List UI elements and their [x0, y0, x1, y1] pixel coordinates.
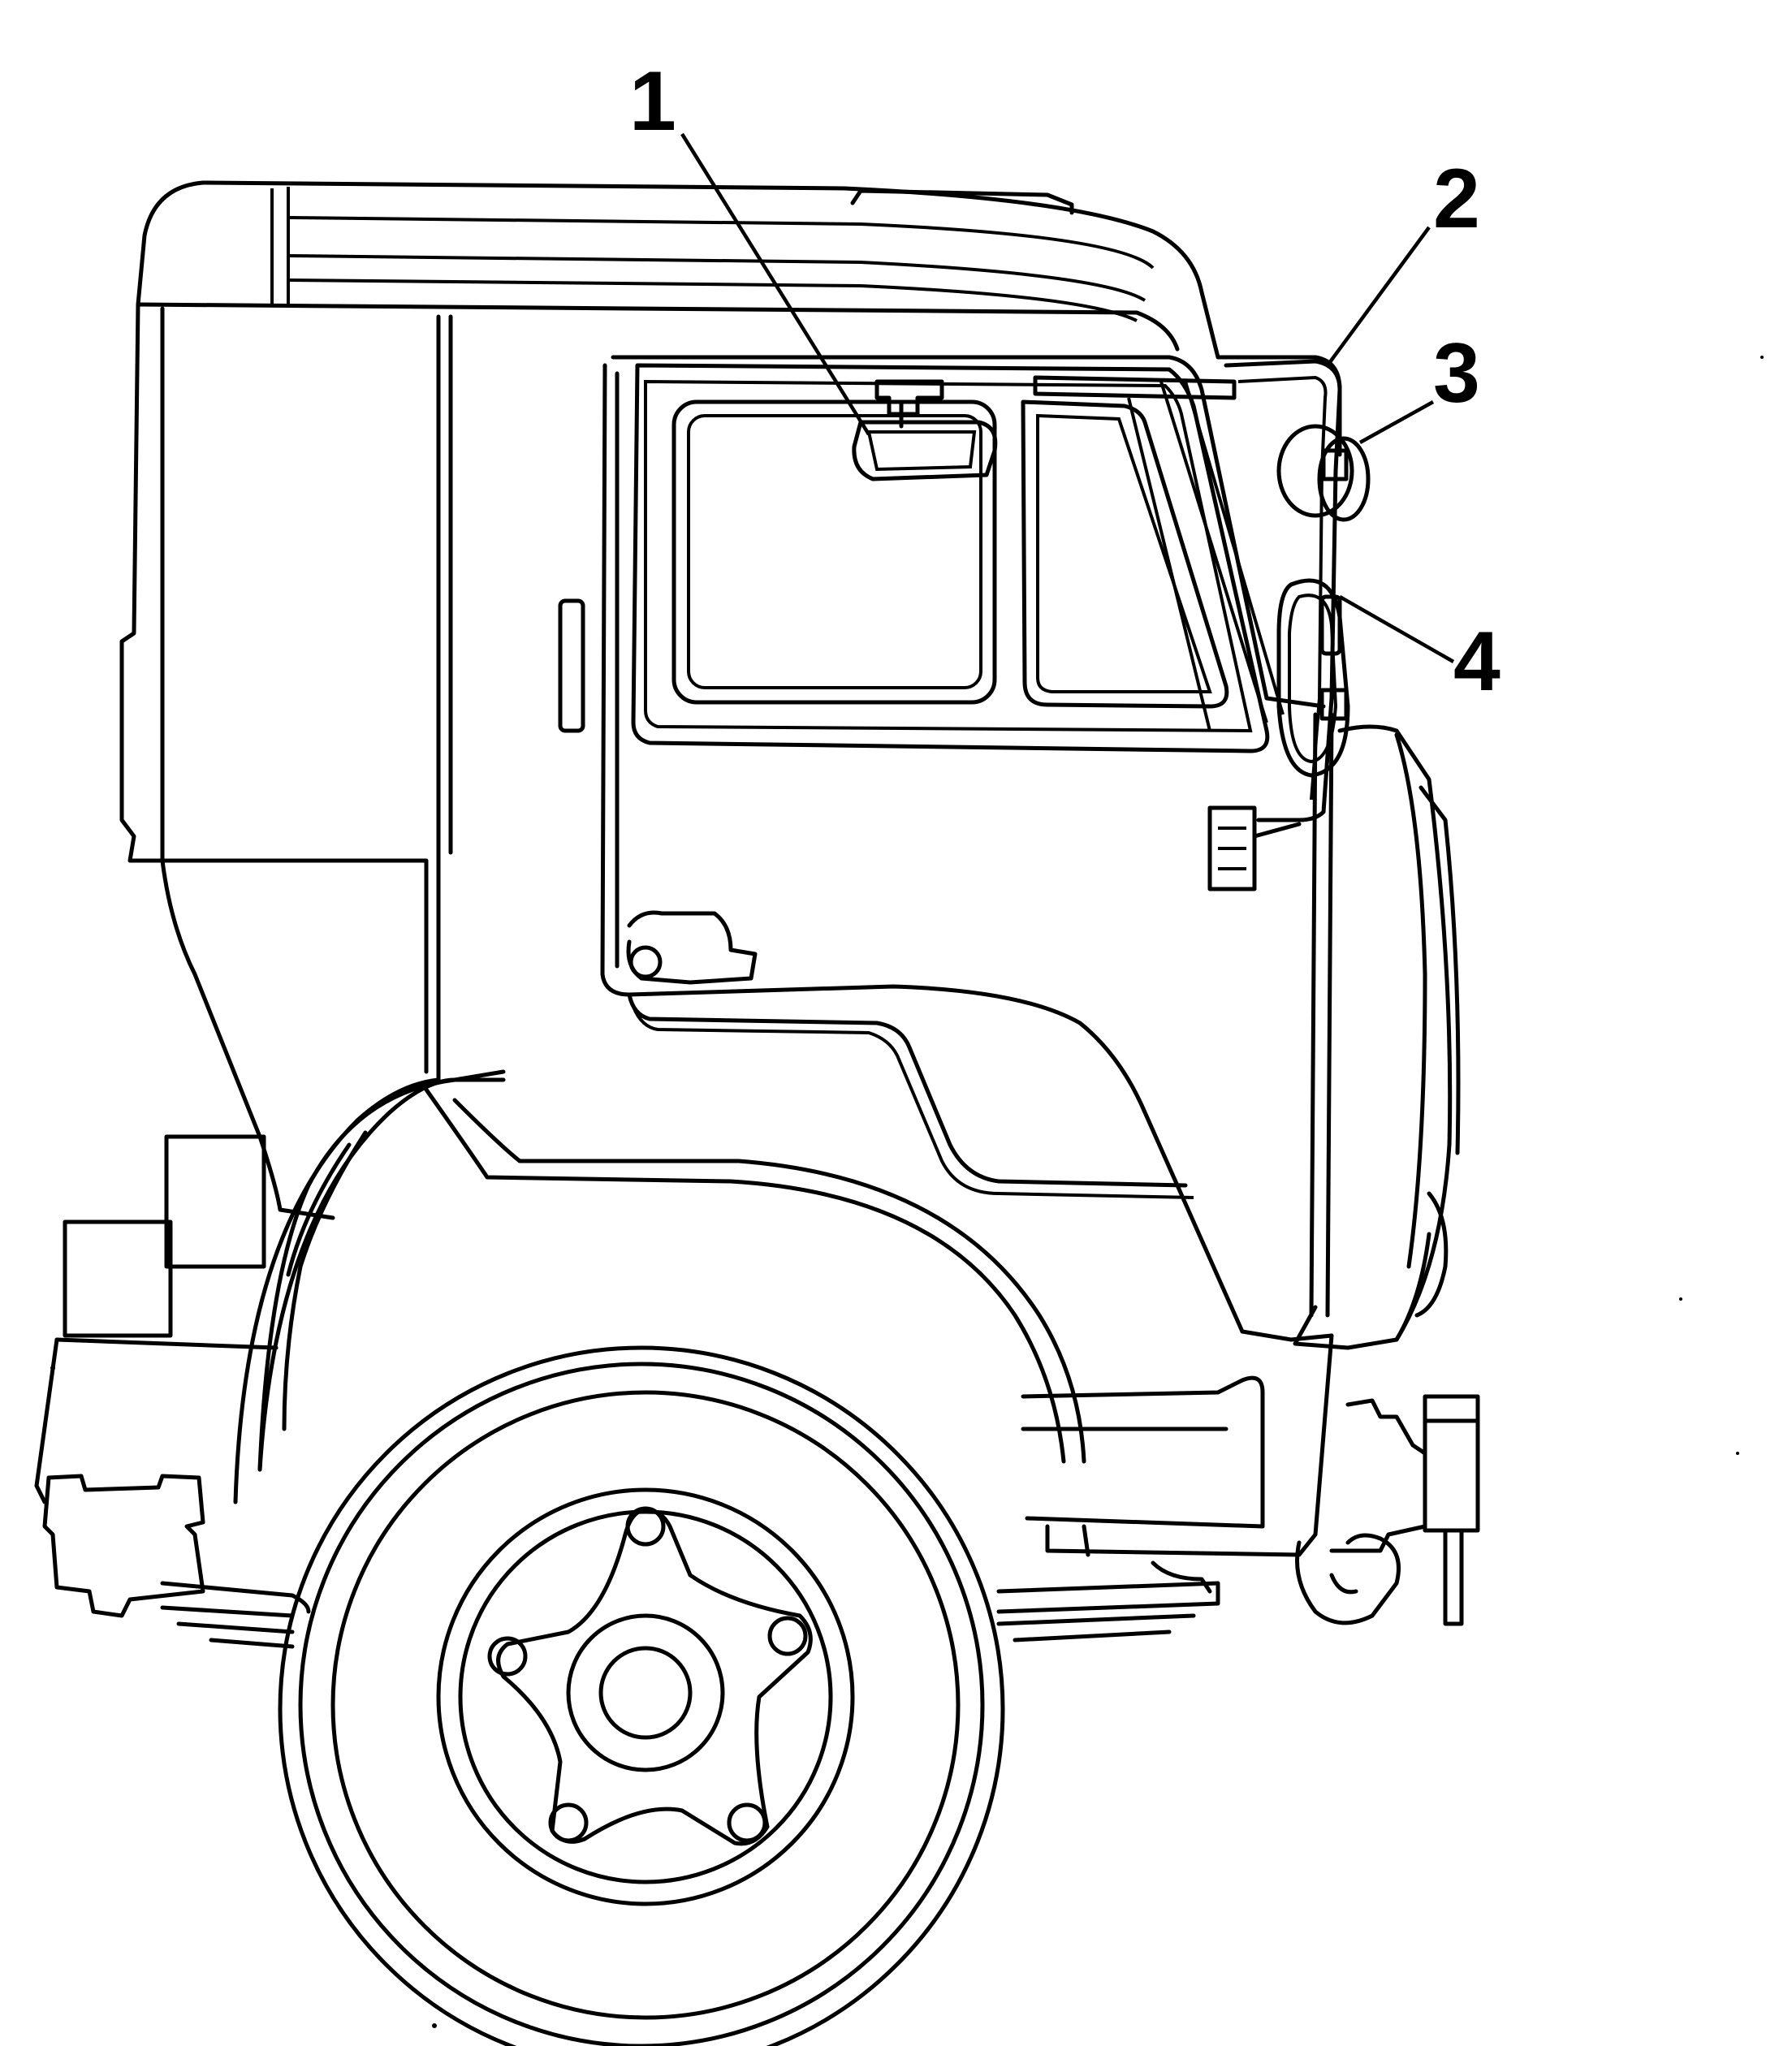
- callout-2: 2: [1433, 152, 1480, 246]
- leader-line-3: [1358, 400, 1435, 444]
- callout-4: 4: [1453, 615, 1501, 709]
- front-wheel: [278, 1345, 1005, 2046]
- leader-lines: [680, 132, 1455, 663]
- leader-line-2: [1326, 226, 1431, 367]
- chassis-frame: [34, 1134, 1480, 1649]
- mirror-assembly: [852, 359, 1371, 891]
- callout-labels: 1 2 3 4: [629, 54, 1501, 709]
- cab-body: [119, 180, 1461, 1350]
- callout-1: 1: [629, 54, 676, 149]
- wheel-arch: [233, 1069, 1334, 1557]
- scan-specks: [50, 356, 1764, 2028]
- hub-star: [496, 1508, 813, 1846]
- leader-line-4: [1338, 595, 1455, 663]
- callout-3: 3: [1433, 326, 1480, 421]
- leader-line-1: [680, 132, 870, 436]
